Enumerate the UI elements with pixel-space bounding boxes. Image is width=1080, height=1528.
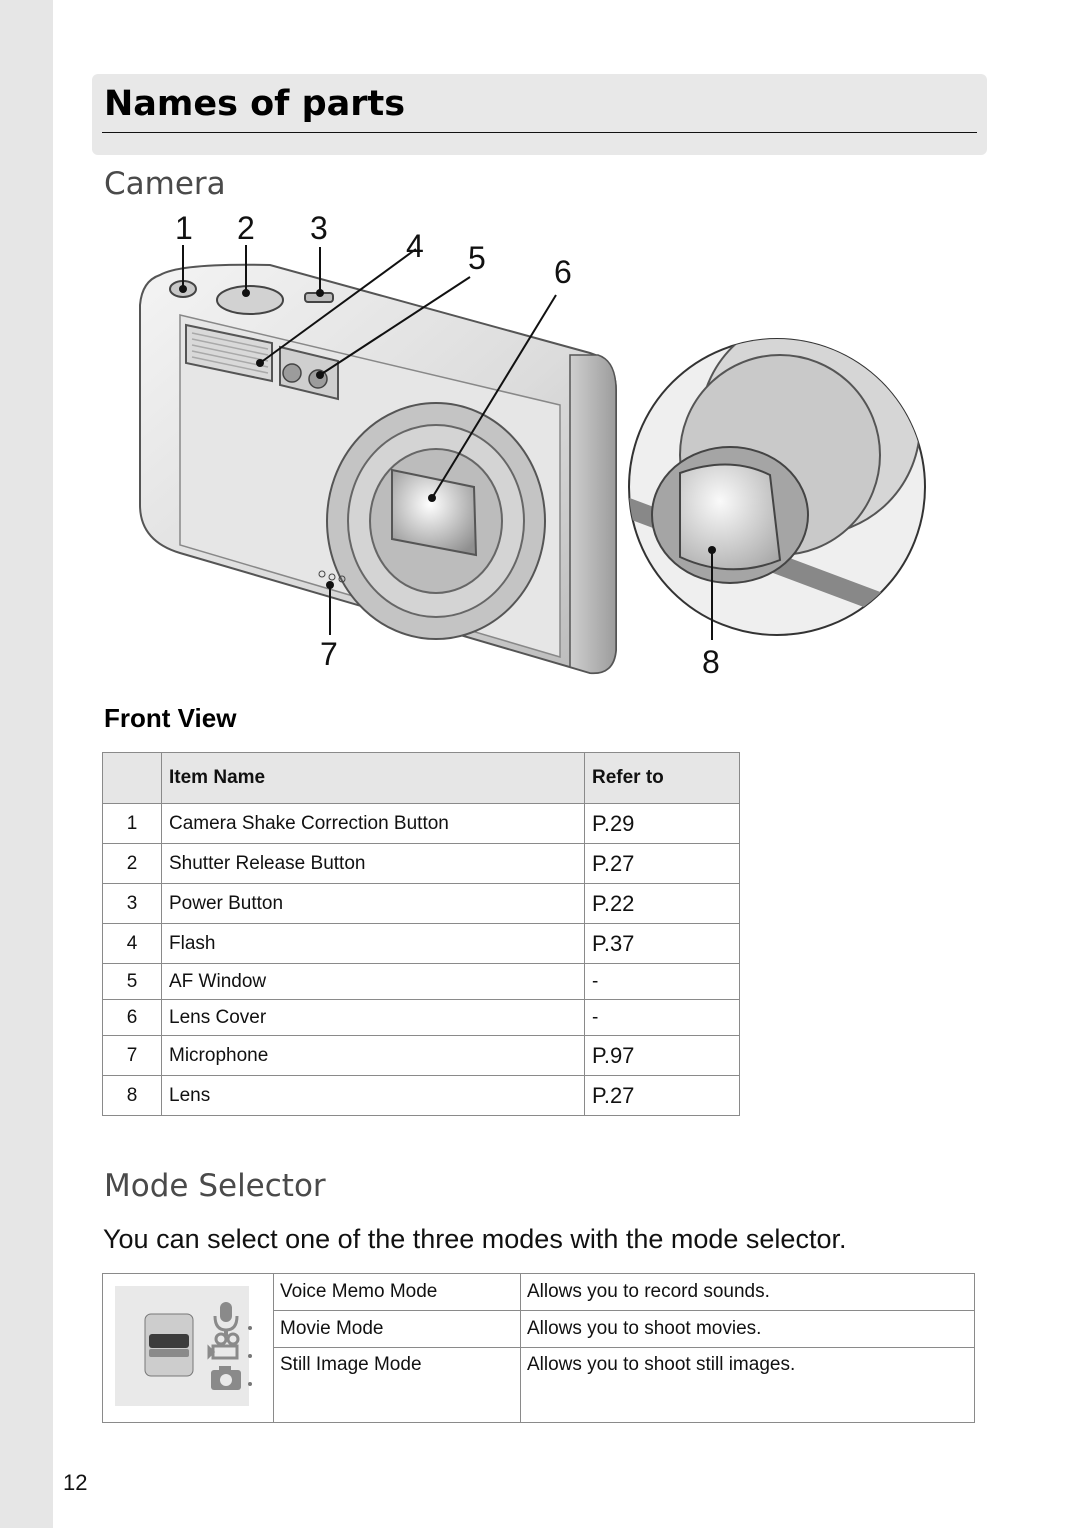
table-row: 8 Lens P.27 [102,1075,740,1116]
row-number: 4 [102,923,162,964]
callout-leader-lines [182,245,713,640]
table-row: 1 Camera Shake Correction Button P.29 [102,803,740,844]
row-number: 8 [102,1075,162,1116]
lens-detail-circle [628,338,926,636]
table-row: 4 Flash P.37 [102,923,740,964]
row-item-name: Power Button [161,883,585,924]
mode-name: Voice Memo Mode [273,1273,521,1311]
title-underline [102,132,977,133]
callout-8: 8 [702,644,720,680]
row-refer-to: P.22 [584,883,740,924]
front-view-table: Item Name Refer to 1 Camera Shake Correc… [102,752,740,1116]
row-refer-to: - [584,963,740,1000]
callout-3: 3 [310,210,328,246]
row-refer-to: P.97 [584,1035,740,1076]
row-refer-to: P.27 [584,843,740,884]
callout-endpoints [179,285,716,589]
mode-name: Movie Mode [273,1310,521,1348]
callout-1: 1 [175,210,193,246]
row-item-name: Lens Cover [161,999,585,1036]
row-number: 5 [102,963,162,1000]
table-row: 7 Microphone P.97 [102,1035,740,1076]
row-number: 1 [102,803,162,844]
callout-6: 6 [554,254,572,290]
row-item-name: Flash [161,923,585,964]
title-banner: Names of parts [92,74,987,155]
row-number: 3 [102,883,162,924]
callout-2: 2 [237,210,255,246]
page-number: 12 [63,1470,88,1495]
page-title: Names of parts [104,84,406,124]
mode-name: Still Image Mode [273,1347,521,1423]
mode-selector-intro: You can select one of the three modes wi… [103,1224,847,1254]
table-row: Voice Memo Mode Allows you to record sou… [102,1273,975,1423]
lens-cover [391,468,478,557]
table-header-row: Item Name Refer to [102,752,740,804]
row-item-name: Microphone [161,1035,585,1076]
camera-heading: Camera [104,166,226,202]
callout-4: 4 [406,228,424,264]
table-row: 3 Power Button P.22 [102,883,740,924]
column-header-number [102,752,162,804]
mode-description: Allows you to shoot still images. [520,1347,975,1423]
camera-icon [211,1365,241,1390]
movie-camera-icon [207,1332,240,1360]
column-header-item-name: Item Name [161,752,585,804]
row-refer-to: - [584,999,740,1036]
mode-selector-table: Voice Memo Mode Allows you to record sou… [102,1273,975,1423]
shutter-release-button [216,285,284,315]
row-item-name: AF Window [161,963,585,1000]
table-row: 6 Lens Cover - [102,999,740,1036]
row-refer-to: P.29 [584,803,740,844]
row-number: 6 [102,999,162,1036]
page-side-strip [0,0,53,1528]
table-row: 2 Shutter Release Button P.27 [102,843,740,884]
row-number: 2 [102,843,162,884]
front-view-heading: Front View [104,703,237,733]
mode-description: Allows you to record sounds. [520,1273,975,1311]
flash-window [185,323,273,383]
row-refer-to: P.37 [584,923,740,964]
table-row: Still Image Mode Allows you to shoot sti… [103,1347,975,1423]
microphone-icon [213,1301,239,1336]
row-item-name: Shutter Release Button [161,843,585,884]
camera-illustration: 1 2 3 4 5 6 7 8 [139,210,926,680]
table-row: 5 AF Window - [102,963,740,1000]
callout-7: 7 [320,636,338,672]
row-item-name: Lens [161,1075,585,1116]
table-row: Movie Mode Allows you to shoot movies. [103,1310,975,1348]
mode-selector-heading: Mode Selector [104,1168,326,1204]
mode-dial-illustration [115,1285,252,1406]
row-refer-to: P.27 [584,1075,740,1116]
row-item-name: Camera Shake Correction Button [161,803,585,844]
microphone-holes [318,570,346,583]
mode-dial-image-cell [102,1273,274,1423]
callout-5: 5 [468,240,486,276]
mode-description: Allows you to shoot movies. [520,1310,975,1348]
row-number: 7 [102,1035,162,1076]
column-header-refer-to: Refer to [584,752,740,804]
